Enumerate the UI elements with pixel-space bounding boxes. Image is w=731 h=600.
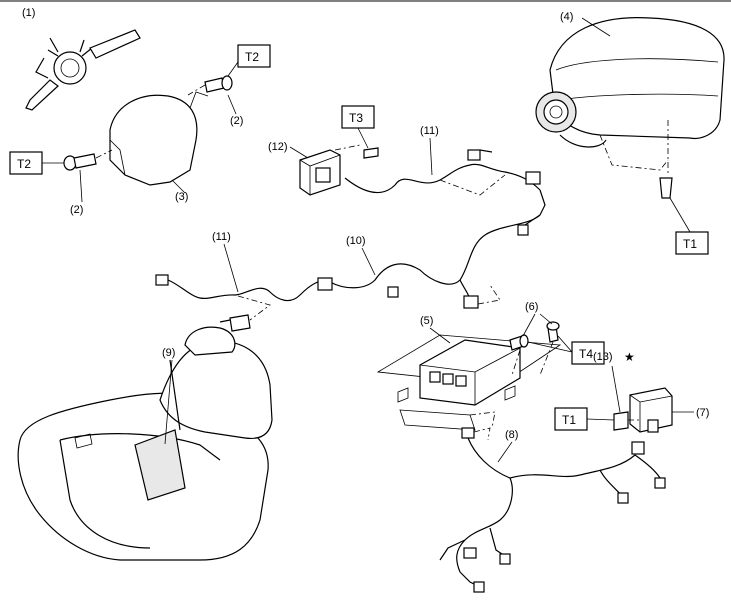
screw-top-drawing bbox=[187, 75, 233, 96]
leader-12 bbox=[289, 146, 309, 159]
leader-t2-top bbox=[227, 61, 239, 77]
leader-11-top bbox=[429, 137, 433, 176]
part-label-11-left: (11) bbox=[212, 231, 231, 243]
torque-box-t3: T3 bbox=[341, 105, 375, 129]
part-label-9: (9) bbox=[162, 347, 175, 359]
svg-text:T1: T1 bbox=[562, 413, 576, 427]
part-label-13: (13) bbox=[593, 351, 613, 363]
part-label-4: (4) bbox=[560, 11, 573, 23]
leader-t1-airbag bbox=[669, 197, 691, 233]
seat-drawing bbox=[17, 326, 273, 561]
part-label-10: (10) bbox=[346, 235, 366, 247]
part-label-8: (8) bbox=[505, 429, 518, 441]
part-label-3: (3) bbox=[175, 191, 188, 203]
torque-box-t2-left: T2 bbox=[9, 151, 43, 175]
front-sensor-drawing bbox=[299, 144, 379, 196]
leader-4 bbox=[581, 17, 611, 37]
svg-text:T2: T2 bbox=[245, 50, 259, 64]
harness-11-upper bbox=[344, 149, 546, 236]
airbag-module-drawing bbox=[535, 17, 725, 199]
leader-t4b bbox=[557, 335, 573, 353]
leader-11-left bbox=[223, 243, 239, 293]
leader-6b bbox=[539, 313, 553, 325]
svg-text:T2: T2 bbox=[17, 157, 31, 171]
screw-left-drawing bbox=[63, 149, 113, 171]
harness-11-lower bbox=[155, 274, 333, 332]
leader-9 bbox=[164, 359, 173, 445]
harness-8-lower bbox=[439, 427, 666, 593]
leader-6a bbox=[522, 313, 536, 337]
leader-t4a bbox=[527, 341, 573, 353]
side-sensor-drawing bbox=[613, 387, 673, 433]
svg-text:T3: T3 bbox=[349, 111, 363, 125]
part-label-1: (1) bbox=[22, 7, 35, 19]
torque-box-t1-sensor: T1 bbox=[554, 407, 588, 431]
part-label-2-left: (2) bbox=[70, 204, 83, 216]
leader-3 bbox=[171, 179, 186, 194]
leader-t1-sensor bbox=[586, 418, 615, 421]
leader-2-top bbox=[227, 94, 237, 115]
harness-10-main bbox=[329, 214, 541, 309]
part-label-7: (7) bbox=[696, 407, 709, 419]
leader-8 bbox=[497, 441, 513, 463]
column-cover-drawing bbox=[109, 91, 209, 186]
part-label-6: (6) bbox=[525, 301, 538, 313]
control-module-drawing bbox=[376, 334, 562, 431]
svg-text:T1: T1 bbox=[683, 237, 697, 251]
leader-t3 bbox=[357, 127, 369, 149]
part-label-2-top: (2) bbox=[230, 115, 243, 127]
star-mark: ★ bbox=[624, 350, 635, 364]
leader-5 bbox=[429, 327, 451, 344]
module-bolts-drawing bbox=[509, 321, 560, 376]
torque-box-t4: T4 bbox=[571, 341, 605, 365]
leader-13 bbox=[611, 365, 621, 413]
part-label-12: (12) bbox=[268, 141, 288, 153]
torque-box-t1-airbag: T1 bbox=[675, 231, 709, 255]
svg-text:T4: T4 bbox=[579, 347, 593, 361]
part-label-5: (5) bbox=[420, 315, 433, 327]
part-label-11-top: (11) bbox=[420, 125, 439, 137]
leader-2-left bbox=[79, 169, 83, 203]
torque-box-t2-top: T2 bbox=[237, 44, 271, 68]
leader-10 bbox=[361, 247, 376, 276]
combination-switch-drawing bbox=[25, 29, 141, 111]
